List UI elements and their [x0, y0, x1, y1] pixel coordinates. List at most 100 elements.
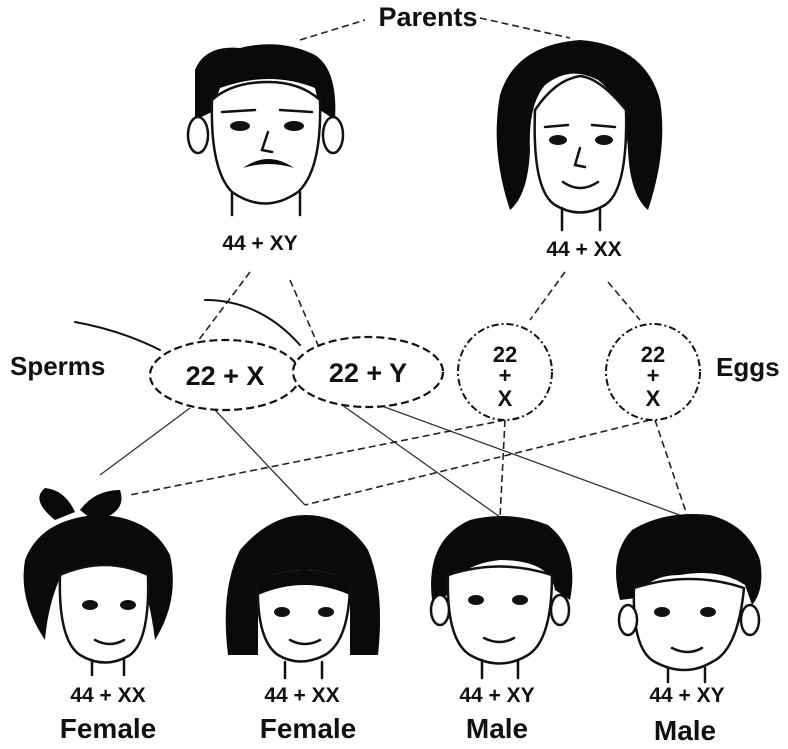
child-3-left-eye [468, 595, 484, 605]
sperm-y-to-child3 [334, 399, 501, 518]
father-right-brow [278, 108, 314, 114]
child-1-mouth [93, 638, 126, 646]
sperm-x-tail [74, 321, 161, 351]
parents-line-left [299, 19, 366, 41]
egg-2: 22 + X [605, 323, 701, 421]
child-2-left-eye [274, 607, 290, 617]
child-4-genotype: 44 + XY [649, 684, 724, 707]
mother-brows [543, 123, 617, 129]
child-4-left-eye [654, 607, 670, 617]
father-hair [195, 44, 336, 120]
child-3-right-ear [549, 593, 571, 627]
eggs-label: Eggs [716, 352, 780, 382]
mother-right-eye [595, 135, 613, 145]
father-to-sperm-y [289, 279, 319, 346]
egg-2-mid: + [647, 363, 660, 388]
mother-left-eye [549, 135, 567, 145]
mother-neck [560, 206, 602, 232]
egg2-to-child4 [654, 419, 689, 519]
child-3-hair [431, 516, 573, 600]
father-mustache [243, 159, 294, 168]
father-right-ear [321, 115, 345, 155]
child-3-neck [480, 658, 520, 680]
egg-2-circle [605, 323, 701, 421]
father-left-brow [220, 108, 257, 114]
child-4-figure [616, 514, 762, 684]
child-2-right-eye [318, 607, 334, 617]
mother-nose [573, 146, 587, 169]
child-2-bangs [258, 570, 350, 595]
sperm-x-text: 22 + X [186, 361, 265, 391]
sperm-y-text: 22 + Y [329, 358, 407, 388]
parents-line-right [479, 17, 571, 39]
connector-lines [99, 17, 689, 519]
child-1-neck [90, 658, 126, 677]
mother-to-egg2 [607, 281, 641, 321]
child-4-hair [616, 514, 762, 605]
sperm-y: 22 + Y [204, 299, 445, 409]
child-3-sex: Male [466, 713, 528, 744]
child-2-mouth [288, 638, 322, 646]
father-to-sperm-x [194, 271, 251, 346]
child-1-left-eye [82, 600, 98, 610]
child-1-face [58, 563, 150, 664]
child-1-right-eye [120, 600, 136, 610]
child-1-hair [23, 515, 173, 640]
child-3-mouth [482, 636, 516, 644]
child-1-bow [39, 488, 122, 522]
egg-1: 22 + X [457, 323, 553, 421]
egg2-to-child2 [304, 419, 651, 506]
father-figure [186, 44, 345, 217]
father-neck [230, 190, 302, 217]
father-genotype: 44 + XY [222, 232, 297, 255]
mother-hair [496, 40, 663, 210]
sperm-x-to-child1 [99, 407, 191, 476]
sperm-x-to-child2 [214, 409, 306, 506]
sperms-label: Sperms [10, 351, 105, 381]
child-3-right-eye [512, 595, 528, 605]
child-3-left-ear [429, 593, 451, 627]
mother-mouth [561, 180, 600, 190]
egg1-to-child3 [499, 419, 506, 519]
egg-1-bottom: X [498, 386, 513, 411]
mother-genotype: 44 + XX [546, 238, 621, 261]
child-3-genotype: 44 + XY [459, 684, 534, 707]
child-3-face [446, 565, 554, 665]
father-right-eye [284, 121, 304, 131]
sperm-y-tail [204, 299, 301, 346]
parents-title: Parents [378, 2, 477, 32]
child-2-sex: Female [260, 713, 357, 744]
father-left-eye [230, 121, 250, 131]
egg-1-mid: + [499, 363, 512, 388]
egg-2-top: 22 [641, 342, 665, 367]
child-4-right-ear [739, 603, 761, 637]
mother-face [533, 74, 628, 214]
child-4-mouth [670, 646, 704, 654]
egg-1-top: 22 [493, 342, 517, 367]
egg-1-circle [457, 323, 553, 421]
child-1-sex: Female [60, 713, 157, 744]
child-4-sex: Male [654, 715, 716, 746]
father-face [210, 80, 322, 205]
child-4-neck [666, 666, 707, 684]
child-2-hair [225, 515, 381, 655]
child-4-face [632, 577, 746, 672]
child-2-figure [225, 515, 381, 680]
child-1-genotype: 44 + XX [70, 684, 145, 707]
child-4-right-eye [700, 607, 716, 617]
egg-2-bottom: X [646, 386, 661, 411]
child-3-figure [429, 516, 573, 680]
child-2-neck [283, 660, 324, 680]
sperm-y-to-child4 [359, 397, 686, 518]
child-4-left-ear [617, 603, 639, 637]
egg1-to-child1 [129, 419, 506, 496]
child-2-genotype: 44 + XX [264, 684, 339, 707]
sperm-x: 22 + X [74, 321, 302, 412]
father-left-ear [186, 115, 210, 155]
sperm-y-head [291, 335, 445, 409]
mother-to-egg1 [529, 271, 566, 321]
father-nose [260, 130, 274, 154]
child-1-figure [23, 488, 173, 677]
